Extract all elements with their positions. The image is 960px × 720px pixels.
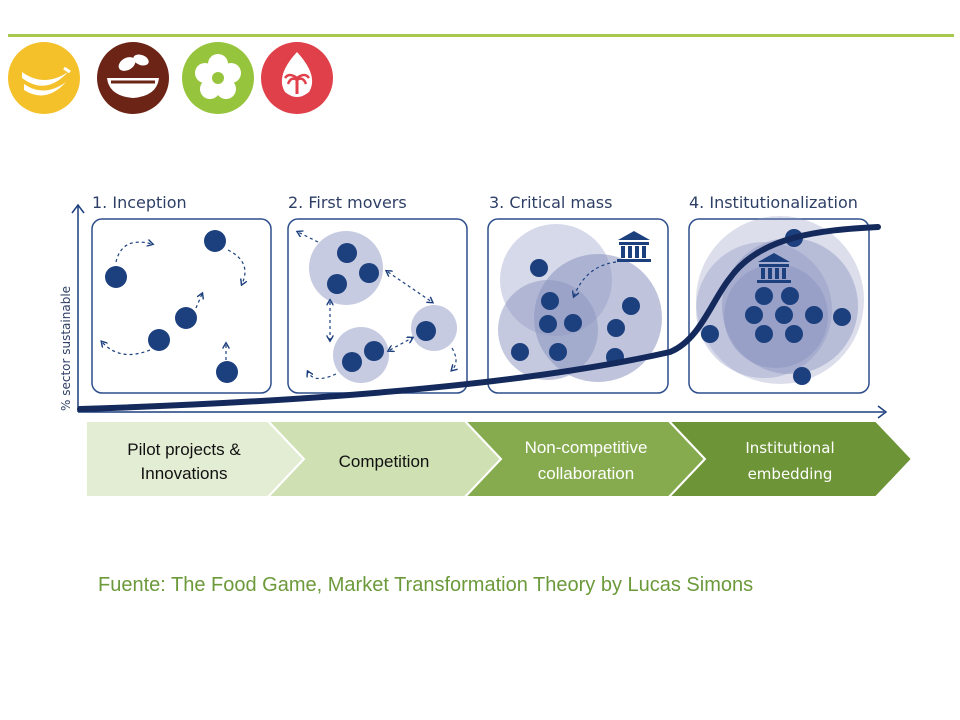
phase-chevron-competition: Competition bbox=[265, 420, 503, 498]
phase-chevron-pilot: Pilot projects & Innovations bbox=[85, 420, 306, 498]
phase-label-line1: Competition bbox=[339, 452, 430, 471]
coffee-cup-icon bbox=[97, 42, 169, 114]
phase-label-line2: embedding bbox=[748, 465, 833, 483]
y-axis-label: % sector sustainable bbox=[59, 286, 73, 411]
stage-box-critical-mass bbox=[487, 218, 669, 394]
institution-icon bbox=[617, 231, 651, 262]
stage-box-inception bbox=[91, 218, 272, 394]
stage-title-critical-mass: 3. Critical mass bbox=[489, 193, 612, 212]
phase-chevron-institutional: Institutional embedding bbox=[666, 420, 914, 498]
phase-label-line1: Non-competitive bbox=[525, 438, 648, 457]
stage-title-inception: 1. Inception bbox=[92, 193, 187, 212]
source-caption: Fuente: The Food Game, Market Transforma… bbox=[98, 574, 754, 596]
stage-title-institutionalization: 4. Institutionalization bbox=[689, 193, 858, 212]
institution-icon bbox=[757, 253, 791, 283]
phase-label-line2: Innovations bbox=[141, 464, 228, 483]
banana-icon bbox=[8, 42, 80, 114]
flower-icon bbox=[182, 42, 254, 114]
adoption-s-curve bbox=[77, 224, 881, 412]
phase-label-line1: Pilot projects & bbox=[127, 440, 241, 459]
stage-box-institutionalization bbox=[688, 216, 870, 394]
palm-tree-icon bbox=[261, 42, 333, 114]
phase-chevron-collaboration: Non-competitive collaboration bbox=[462, 420, 707, 498]
top-divider bbox=[8, 34, 954, 37]
stage-box-first-movers bbox=[287, 218, 468, 394]
stage-title-first-movers: 2. First movers bbox=[288, 193, 407, 212]
phase-label-line2: collaboration bbox=[538, 464, 634, 483]
phase-label-line1: Institutional bbox=[745, 439, 834, 457]
